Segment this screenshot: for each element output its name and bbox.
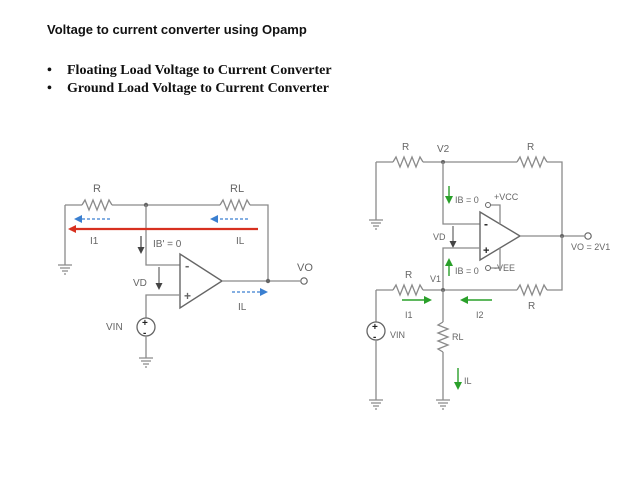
label-vo: VO = 2V1	[571, 242, 610, 252]
resistor-r-top-left	[392, 155, 424, 169]
source-plus-icon: +	[142, 318, 148, 329]
label-r-mid-right: R	[528, 301, 535, 312]
opamp-icon	[179, 252, 224, 310]
label-r-mid-left: R	[405, 270, 412, 281]
label-bias-bottom: IB = 0	[455, 266, 479, 276]
label-bias-top: IB = 0	[455, 195, 479, 205]
label-vd: VD	[433, 232, 446, 242]
label-il: IL	[464, 376, 472, 386]
slide-title: Voltage to current converter using Opamp	[47, 22, 307, 37]
wire	[145, 294, 180, 318]
bullet-text: Floating Load Voltage to Current Convert…	[67, 63, 332, 78]
ground-icon	[58, 264, 72, 275]
label-vin: VIN	[106, 322, 123, 333]
opamp-minus: -	[185, 258, 189, 273]
label-v1: V1	[430, 274, 441, 284]
output-terminal	[584, 232, 592, 240]
ground-icon	[369, 219, 383, 230]
wire	[547, 161, 563, 236]
opamp-plus: +	[483, 245, 489, 257]
bullet-text: Ground Load Voltage to Current Converter	[67, 81, 329, 96]
vee-terminal	[485, 265, 491, 271]
resistor-rl	[436, 321, 450, 353]
label-vee: -VEE	[494, 263, 515, 273]
bullet-dot: •	[47, 81, 52, 96]
label-r: R	[93, 183, 101, 195]
bullet-list: • Floating Load Voltage to Current Conver…	[47, 62, 332, 98]
bullet-item-grounded: • Ground Load Voltage to Current Converte…	[47, 80, 332, 98]
wire	[442, 247, 480, 290]
label-rl: RL	[230, 183, 244, 195]
label-bias: IB' = 0	[153, 239, 182, 250]
label-i1: I1	[405, 310, 413, 320]
bullet-dot: •	[47, 63, 52, 78]
ground-icon	[369, 399, 383, 410]
label-r-top-left: R	[402, 142, 409, 153]
vcc-terminal	[485, 202, 491, 208]
grounded-load-circuit: - + + -	[366, 142, 610, 410]
wire	[490, 204, 501, 224]
bullet-item-floating: • Floating Load Voltage to Current Conver…	[47, 62, 332, 80]
resistor-r	[81, 198, 113, 212]
label-v2: V2	[437, 144, 450, 155]
output-terminal	[300, 277, 308, 285]
wire	[547, 236, 563, 291]
source-plus-icon: +	[372, 322, 378, 333]
resistor-r-mid-left	[392, 283, 424, 297]
label-il-out: IL	[238, 302, 247, 313]
label-vo: VO	[297, 262, 313, 274]
label-i1: I1	[90, 236, 99, 247]
label-vd: VD	[133, 278, 147, 289]
wire	[250, 204, 269, 281]
floating-load-circuit: - + + - R RL I1 IL IB' = 0 VD VO IL VIN	[58, 183, 313, 368]
resistor-rl	[219, 198, 251, 212]
source-minus-icon: -	[373, 332, 376, 343]
source-minus-icon: -	[143, 328, 146, 339]
ground-icon	[436, 399, 450, 410]
label-r-top-right: R	[527, 142, 534, 153]
label-rl: RL	[452, 332, 464, 342]
resistor-r-mid-right	[516, 283, 548, 297]
wire	[145, 205, 180, 266]
label-vcc: +VCC	[494, 192, 519, 202]
resistor-r-top-right	[516, 155, 548, 169]
label-vin: VIN	[390, 330, 405, 340]
label-i2: I2	[476, 310, 484, 320]
ground-icon	[139, 357, 153, 368]
label-il: IL	[236, 236, 245, 247]
wire	[442, 162, 480, 225]
wire	[490, 248, 501, 269]
opamp-plus: +	[184, 289, 191, 303]
junction-dot	[265, 278, 271, 284]
opamp-minus: -	[484, 217, 488, 231]
